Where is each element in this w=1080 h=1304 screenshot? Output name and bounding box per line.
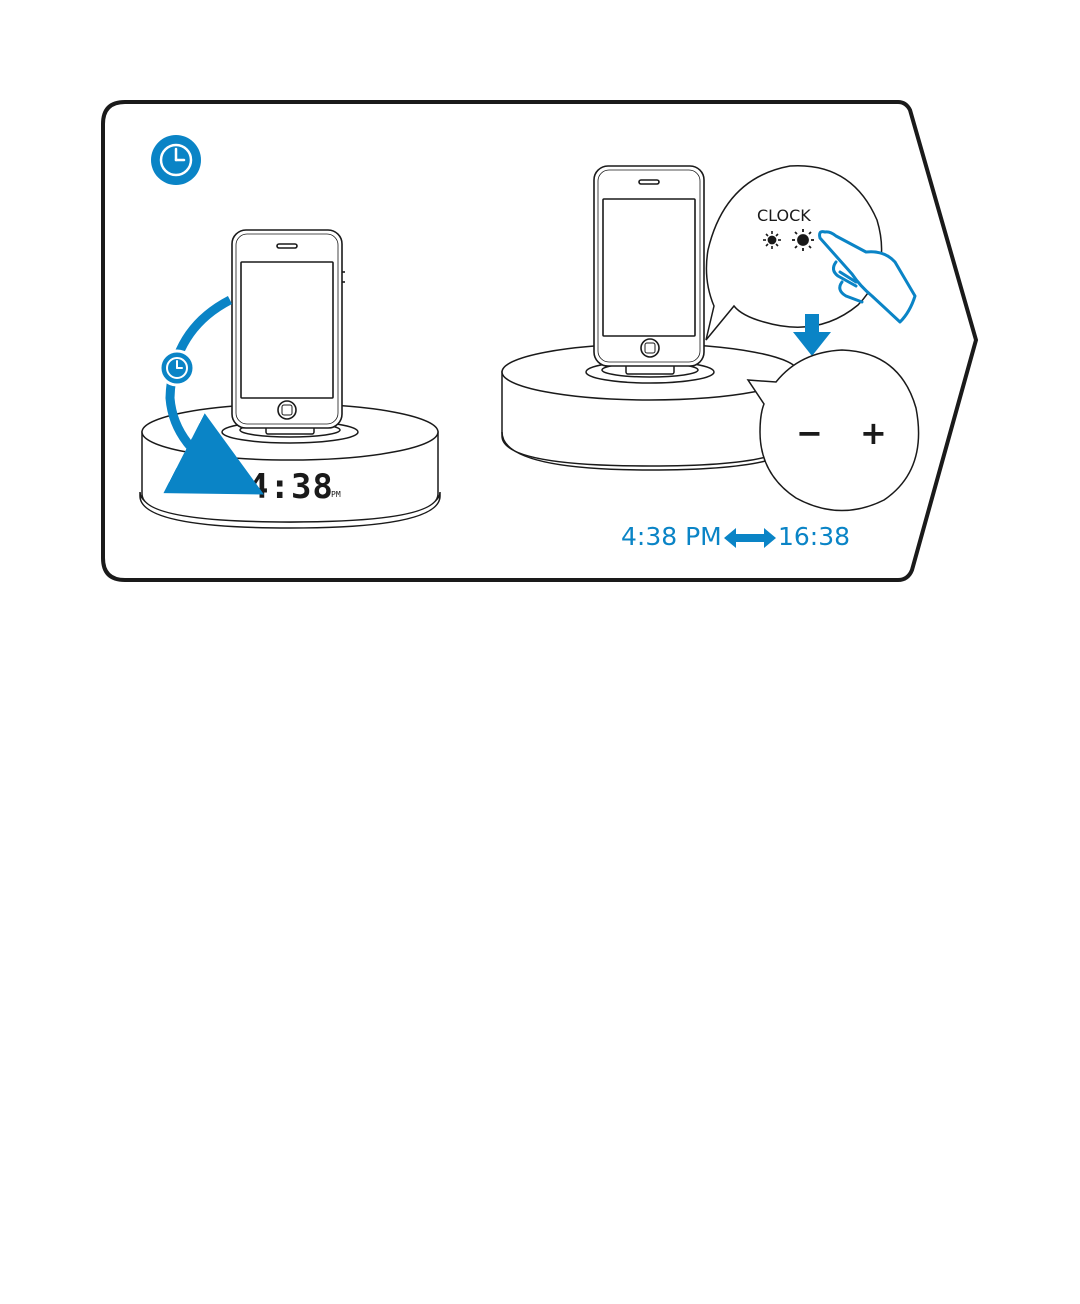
lcd-pm-indicator: PM — [331, 490, 341, 499]
press-hand-icon — [818, 230, 917, 324]
lcd-time-display: 4:38 — [248, 467, 334, 507]
left-phone — [231, 229, 345, 429]
brightness-up-icon[interactable] — [792, 229, 814, 251]
plus-button[interactable]: + — [860, 414, 887, 452]
right-phone — [593, 165, 705, 367]
step-clock-icon — [151, 135, 201, 185]
right-dock — [501, 343, 799, 471]
time-format-24h: 16:38 — [778, 522, 850, 551]
arrow-down-icon — [793, 314, 831, 356]
adjust-callout-bubble — [746, 349, 920, 512]
hold-arrow-icon — [163, 296, 264, 495]
toggle-double-arrow-icon — [724, 528, 776, 548]
clock-callout-bubble — [705, 165, 883, 341]
minus-button[interactable]: − — [796, 414, 823, 452]
small-clock-icon — [158, 349, 196, 387]
clock-button-label[interactable]: CLOCK — [757, 206, 811, 225]
brightness-down-icon[interactable] — [763, 231, 781, 249]
time-format-12h: 4:38 PM — [621, 522, 722, 551]
